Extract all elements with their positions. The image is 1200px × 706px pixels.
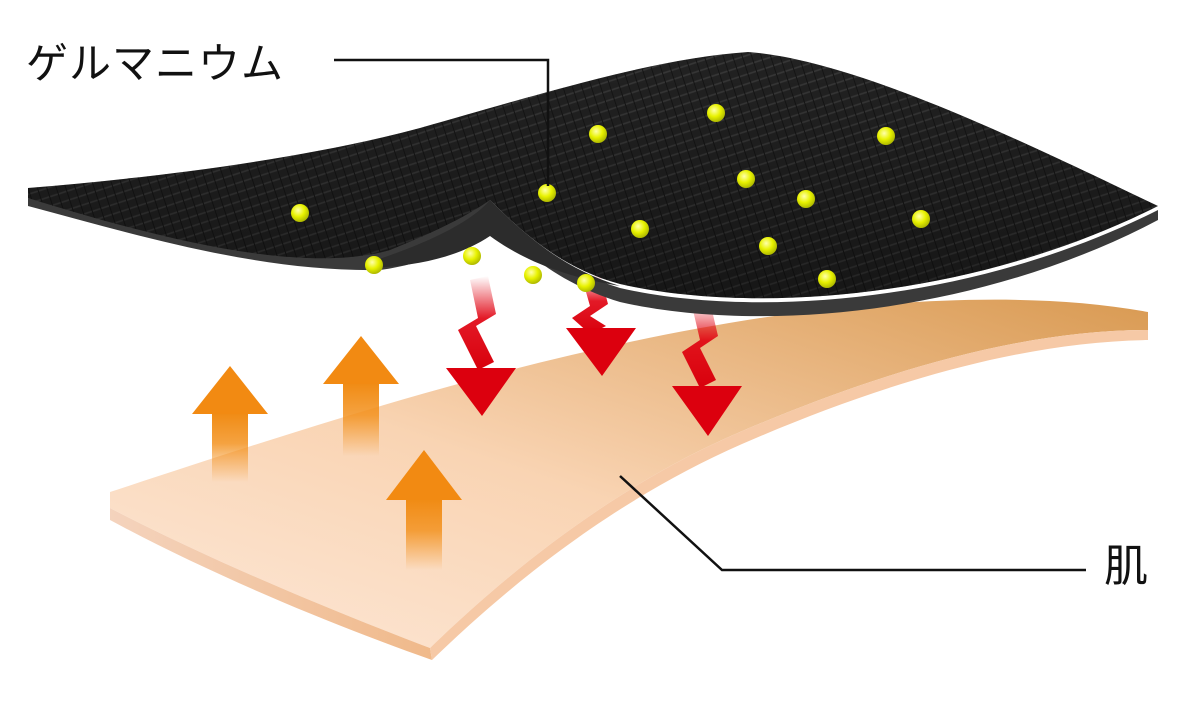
red-zigzag-down-arrow-icon <box>446 276 516 416</box>
skin-layer-surface <box>110 299 1148 648</box>
germanium-particles <box>291 104 930 292</box>
germanium-particle-dot-icon <box>877 127 895 145</box>
orange-up-arrow-icon <box>323 336 399 456</box>
germanium-particle-dot-icon <box>577 274 595 292</box>
germanium-particle-dot-icon <box>912 210 930 228</box>
germanium-leader-line <box>334 58 550 186</box>
germanium-particle-dot-icon <box>737 170 755 188</box>
germanium-particle-dot-icon <box>797 190 815 208</box>
germanium-particle-dot-icon <box>538 184 556 202</box>
germanium-label: ゲルマニウム <box>26 39 285 88</box>
fabric-fold <box>370 200 620 286</box>
fabric-layer <box>28 52 1158 317</box>
skin-layer <box>110 299 1148 660</box>
skin-layer-edge <box>110 492 432 660</box>
germanium-particle-dot-icon <box>589 125 607 143</box>
germanium-particle-dot-icon <box>707 104 725 122</box>
orange-up-arrow-icon <box>386 450 462 570</box>
germanium-particle-dot-icon <box>818 270 836 288</box>
down-arrows <box>446 274 742 436</box>
germanium-particle-dot-icon <box>291 204 309 222</box>
up-arrows <box>192 336 462 570</box>
germanium-particle-dot-icon <box>524 266 542 284</box>
skin-leader-line <box>619 475 1086 572</box>
orange-up-arrow-icon <box>192 366 268 482</box>
red-zigzag-down-arrow-icon <box>672 302 742 436</box>
skin-label: 肌 <box>1104 541 1148 592</box>
germanium-particle-dot-icon <box>759 237 777 255</box>
germanium-particle-dot-icon <box>463 247 481 265</box>
germanium-particle-dot-icon <box>631 220 649 238</box>
germanium-particle-dot-icon <box>365 256 383 274</box>
